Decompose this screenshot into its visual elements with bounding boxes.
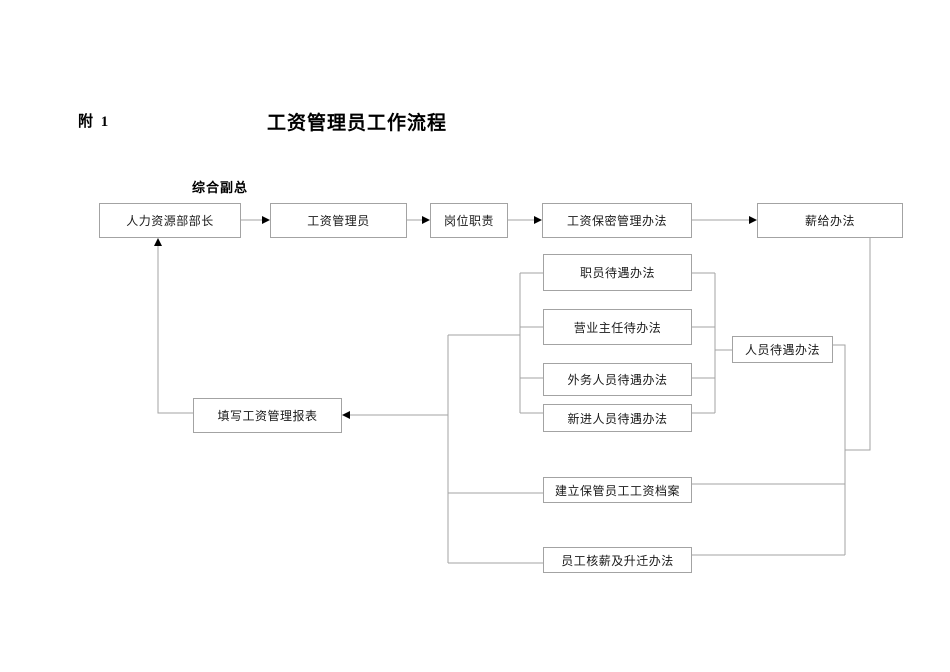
edge-hr-to-admin [241,216,270,224]
edge-bus-to-fill-report [342,411,448,419]
edge-duties-to-confidentiality [508,216,542,224]
edge-personnel-to-right-bus [833,344,846,555]
node-field-personnel-treatment: 外务人员待遇办法 [543,363,692,396]
node-staff-treatment: 职员待遇办法 [543,254,692,291]
node-salary-check-promotion: 员工核薪及升迁办法 [543,547,692,573]
edge-fill-report-to-hr [154,238,193,414]
node-personnel-treatment: 人员待遇办法 [732,336,833,363]
edge-admin-to-duties [407,216,430,224]
node-establish-salary-files: 建立保管员工工资档案 [543,477,692,503]
supervisor-label: 综合副总 [192,180,249,195]
node-fill-salary-report: 填写工资管理报表 [193,398,342,433]
node-job-duties: 岗位职责 [430,203,508,238]
attachment-label: 附 1 [78,114,111,130]
node-hr-department-head: 人力资源部部长 [99,203,241,238]
edge-confidentiality-to-salary [692,216,757,224]
node-new-personnel-treatment: 新进人员待遇办法 [543,404,692,432]
node-salary-payment: 薪给办法 [757,203,903,238]
edge-main-left-bus [447,334,543,564]
edge-right-treatment-bus [692,272,732,414]
page-title: 工资管理员工作流程 [267,113,448,134]
node-salary-administrator: 工资管理员 [270,203,407,238]
node-business-director-treatment: 营业主任待办法 [543,309,692,345]
edge-salary-payment-drop [845,238,871,451]
edge-left-treatment-bus [519,272,543,414]
node-salary-confidentiality: 工资保密管理办法 [542,203,692,238]
